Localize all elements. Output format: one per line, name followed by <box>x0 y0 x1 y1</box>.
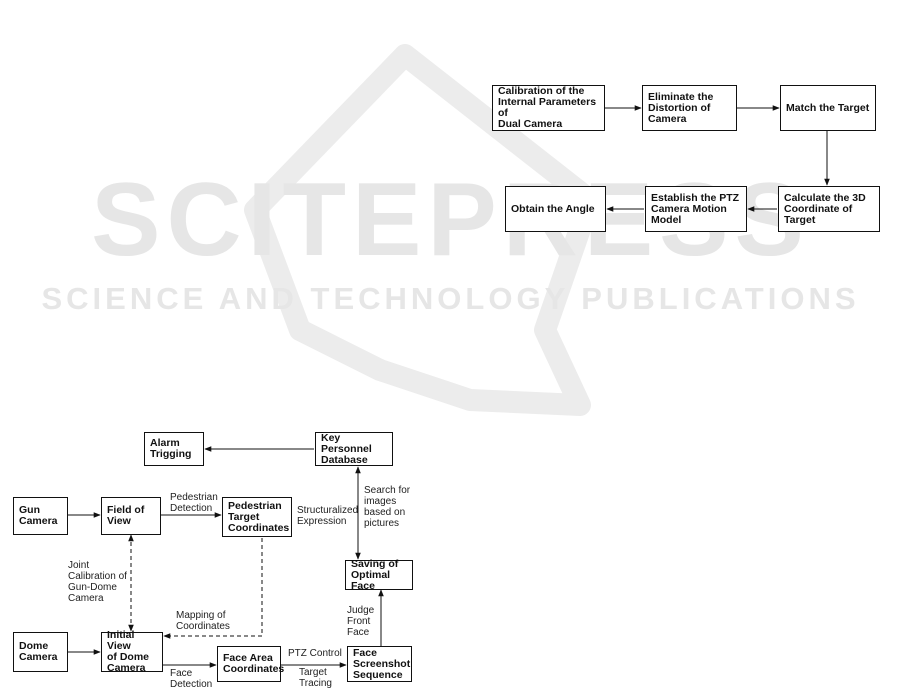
node-field-of-view: Field of View <box>101 497 161 535</box>
node-gun-camera: Gun Camera <box>13 497 68 535</box>
label-joint-calibration: Joint Calibration of Gun-Dome Camera <box>68 560 127 604</box>
label-mapping: Mapping of Coordinates <box>176 610 230 632</box>
node-calculate: Calculate the 3D Coordinate of Target <box>778 186 880 232</box>
label-search: Search for images based on pictures <box>364 485 411 529</box>
node-saving: Saving of Optimal Face <box>345 558 413 591</box>
label-face-detection: Face Detection <box>170 668 213 690</box>
node-pedestrian-coords: Pedestrian Target Coordinates <box>222 497 292 537</box>
node-database: Key Personnel Database <box>315 432 393 466</box>
node-establish: Establish the PTZ Camera Motion Model <box>645 186 747 232</box>
node-alarm: Alarm Trigging <box>144 432 204 466</box>
label-pedestrian-detection: Pedestrian Detection <box>170 492 218 514</box>
node-dome-camera: Dome Camera <box>13 632 68 672</box>
arrow-mapping <box>163 538 263 639</box>
node-face-seq: Face Screenshot Sequence <box>347 646 412 682</box>
label-judge-front: Judge Front Face <box>347 605 375 638</box>
node-obtain: Obtain the Angle <box>505 186 606 232</box>
label-target-tracing: Target Tracing <box>299 667 332 689</box>
label-structuralized: Structuralized Expression <box>297 505 359 527</box>
node-eliminate: Eliminate the Distortion of Camera <box>642 85 737 131</box>
node-face-area: Face Area Coordinates <box>217 646 284 682</box>
node-calibration: Calibration of the Internal Parameters o… <box>492 85 605 131</box>
node-initial-view: Initial View of Dome Camera <box>101 630 163 674</box>
node-match: Match the Target <box>780 85 876 131</box>
label-ptz-control: PTZ Control <box>288 648 342 659</box>
